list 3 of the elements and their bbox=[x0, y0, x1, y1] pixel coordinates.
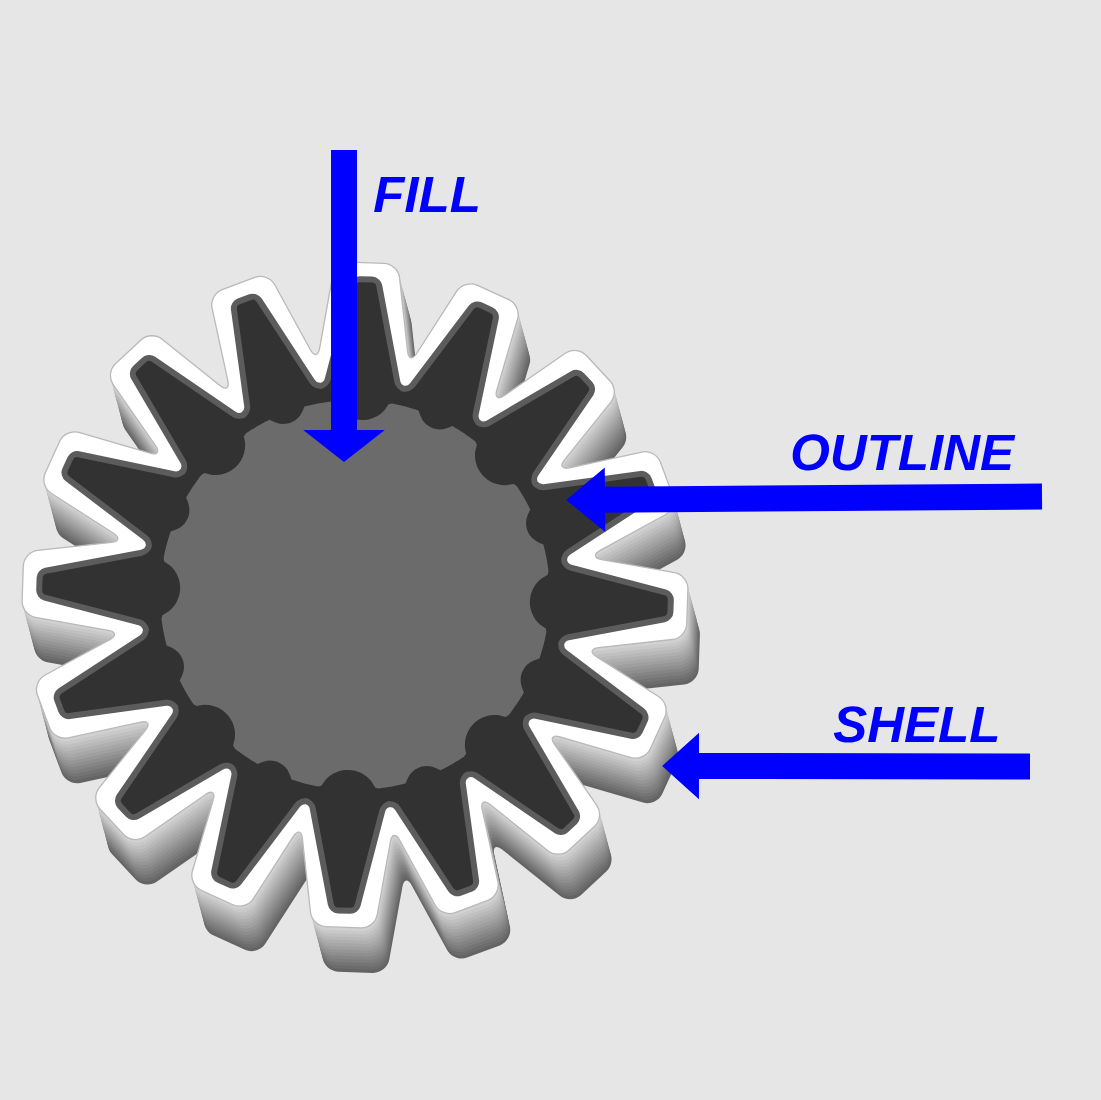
part-label: FILL bbox=[374, 176, 478, 212]
part-label: OUTLINE bbox=[792, 434, 1016, 471]
part-label: SHELL bbox=[833, 706, 998, 743]
